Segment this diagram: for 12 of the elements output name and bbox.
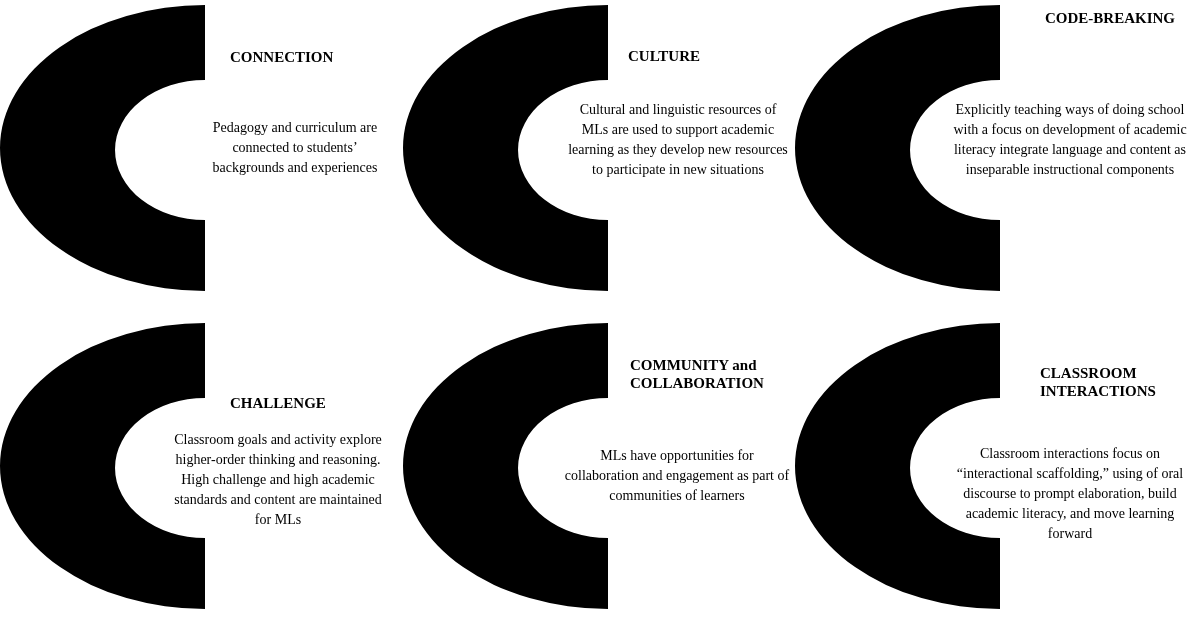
node-text: Classroom goals and activity explore higher-order thinking and reasoning. High challenge and high academic standards and content are maintained for MLs <box>173 431 383 529</box>
node-text: MLs have opportunities for collaboration and engagement as part of communities of learners <box>563 447 791 505</box>
node-text: Pedagogy and curriculum are connected to students’ backgrounds and experiences <box>211 119 379 177</box>
node-text: Explicitly teaching ways of doing school with a focus on development of academic literacy integrate language and content as inseparable instructional components <box>952 101 1188 179</box>
node-heading: CULTURE <box>628 47 701 65</box>
node-heading: CHALLENGE <box>230 394 327 412</box>
node-heading: COMMUNITY and COLLABORATION <box>630 356 765 392</box>
node-heading: CODE-BREAKING <box>1045 9 1176 27</box>
node-heading: CLASSROOM INTERACTIONS <box>1040 364 1157 400</box>
node-text: Cultural and linguistic resources of MLs are used to support academic learning as they develop new resources to participate in new situations <box>567 101 789 179</box>
node-heading: CONNECTION <box>230 48 335 66</box>
node-text: Classroom interactions focus on “interactional scaffolding,” using of oral discourse to prompt elaboration, build academic literacy, and move learning forward <box>955 445 1185 543</box>
